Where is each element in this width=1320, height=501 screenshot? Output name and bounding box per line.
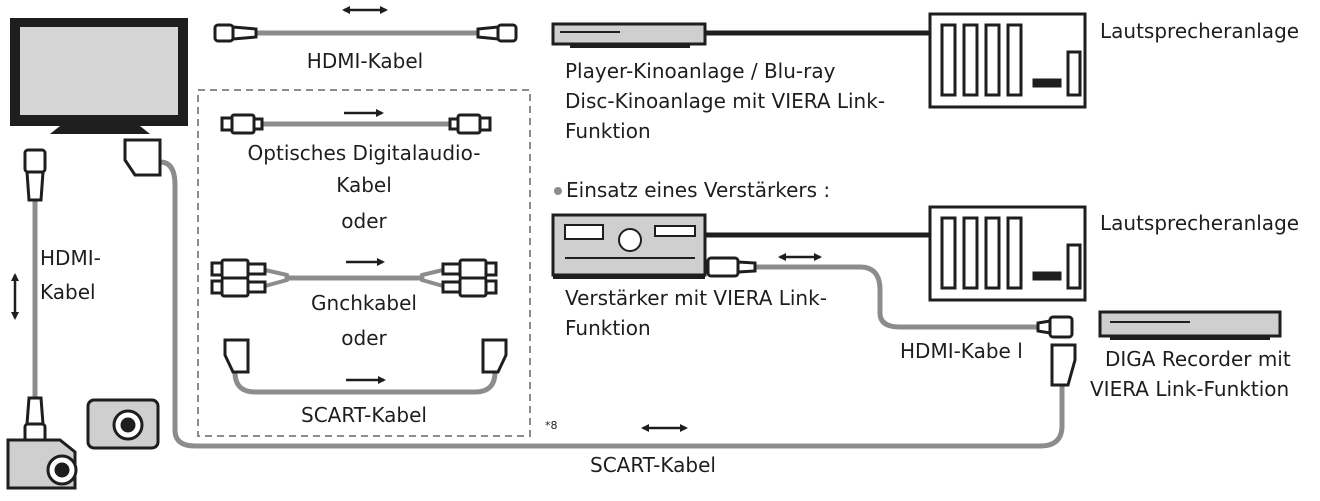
hdmi-cable-right-label: HDMI-Kabe l xyxy=(900,339,1023,363)
amplifier-label-line1: Verstärker mit VIERA Link- xyxy=(565,286,827,310)
cinch-cable-label: Gnchkabel xyxy=(311,291,417,315)
oder-label: oder xyxy=(341,326,387,350)
camcorder-icon xyxy=(6,438,78,490)
speaker-system-label: Lautsprecheranlage xyxy=(1100,19,1300,43)
speaker-system-icon xyxy=(928,12,1087,109)
player-label-line2: Disc-Kinoanlage mit VIERA Link- xyxy=(565,89,886,113)
hdmi-cable-right-line xyxy=(752,264,1041,330)
amplifier-heading: Einsatz eines Verstärkers : xyxy=(566,178,831,202)
amplifier-icon xyxy=(551,213,707,279)
optical-cable-label-line1: Optisches Digitalaudio- xyxy=(247,141,481,165)
hdmi-cable-left-label-line2: Kabel xyxy=(40,280,96,304)
hdmi-plug-icon xyxy=(23,23,1074,448)
optical-cable-label-line2: Kabel xyxy=(336,173,392,197)
amplifier-label-line2: Funktion xyxy=(565,316,651,340)
scart-plug-icon xyxy=(123,138,1077,387)
rca-plug-icon xyxy=(210,258,498,298)
scart-cable-inner-line xyxy=(232,369,498,395)
hdmi-cable-top-label: HDMI-Kabel xyxy=(306,49,424,73)
scart-cable-bottom-label: SCART-Kabel xyxy=(590,453,716,477)
speaker-cables xyxy=(705,30,930,238)
blu-ray-player-icon xyxy=(551,22,707,48)
cable-options-box xyxy=(197,89,531,437)
player-label-line1: Player-Kinoanlage / Blu-ray xyxy=(565,59,836,83)
diga-recorder-label-line2: VIERA Link-Funktion xyxy=(1090,377,1290,401)
player-label-line3: Funktion xyxy=(565,119,651,143)
scart-cable-bottom-line xyxy=(157,159,1065,449)
tv-icon xyxy=(10,18,188,134)
speaker-system-icon xyxy=(928,205,1087,302)
oder-label: oder xyxy=(341,209,387,233)
speaker-system-label: Lautsprecheranlage xyxy=(1100,211,1300,235)
camera-icon xyxy=(86,398,160,450)
bullet-dot xyxy=(554,187,562,195)
hdmi-cable-left-label-line1: HDMI- xyxy=(40,246,101,270)
footnote-mark: *8 xyxy=(545,419,558,432)
scart-cable-inner-label: SCART-Kabel xyxy=(301,403,427,427)
optical-plug-icon xyxy=(220,113,492,135)
diga-recorder-icon xyxy=(1098,310,1282,340)
cable-lines xyxy=(32,30,1065,449)
diga-recorder-label-line1: DIGA Recorder mit xyxy=(1105,347,1291,371)
